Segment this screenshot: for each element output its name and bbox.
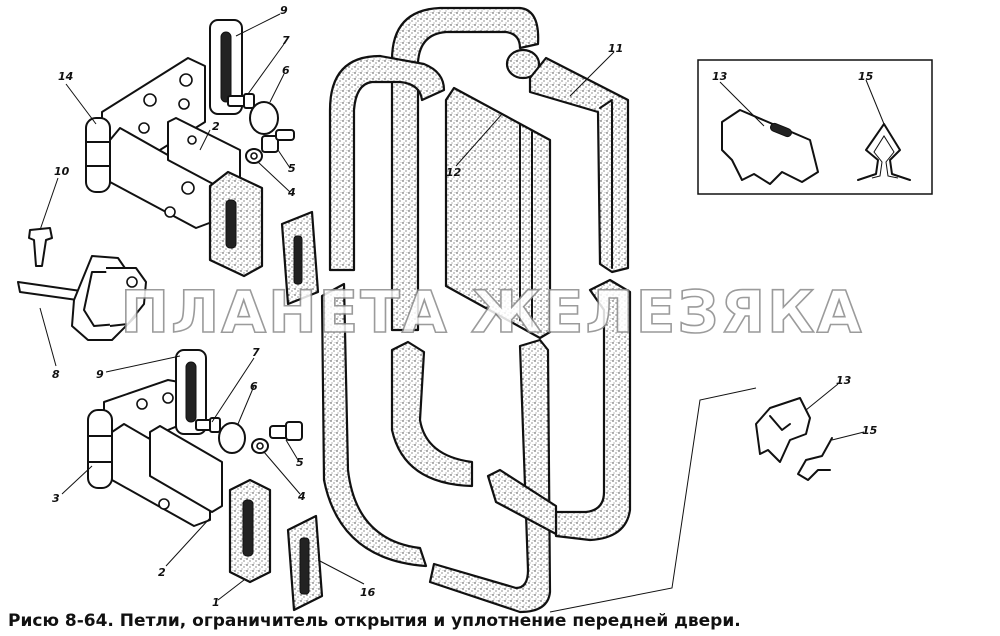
clip-13 — [755, 397, 811, 463]
label-4-bottom: 4 — [297, 490, 306, 503]
label-2-bottom: 2 — [158, 566, 166, 579]
lower-retainer-bracket — [175, 349, 207, 435]
seal-strip-11 — [528, 56, 630, 274]
label-4-top: 4 — [287, 186, 296, 199]
upper-retainer-bracket — [209, 19, 243, 115]
lower-hinge-knuckle — [87, 409, 113, 489]
lower-cap-6 — [218, 422, 246, 454]
label-5-top: 5 — [288, 162, 296, 175]
label-15-clip: 15 — [862, 424, 878, 437]
seal-lower-left-u — [320, 282, 428, 568]
figure-caption: Рисю 8-64. Петли, ограничитель открытия … — [8, 611, 741, 631]
label-12: 12 — [446, 166, 462, 179]
label-6-bottom: 6 — [250, 380, 258, 393]
label-2-top: 2 — [212, 120, 220, 133]
lower-gasket-pad-16 — [286, 514, 324, 612]
label-9-bottom: 9 — [96, 368, 104, 381]
clip-15 — [797, 437, 833, 481]
hinge-pin-10 — [28, 227, 53, 267]
watermark-text: ПЛАНЕТА ЖЕЛЕЗЯКА — [121, 278, 864, 346]
door-check-strap — [17, 255, 147, 341]
upper-screw-5 — [261, 129, 295, 153]
label-10: 10 — [54, 165, 70, 178]
upper-hinge-knuckle — [85, 117, 111, 193]
seal-upper-loop-rear — [390, 6, 540, 332]
seal-bottom-short — [486, 468, 558, 536]
part-number-labels: 14 10 9 7 6 2 5 4 8 9 7 6 5 4 3 2 1 16 1… — [52, 4, 878, 609]
lower-gasket-block-1 — [228, 478, 272, 584]
label-16: 16 — [360, 586, 376, 599]
label-9-top: 9 — [280, 4, 288, 17]
seal-strip-12 — [444, 86, 552, 340]
clip-inset-frame — [697, 59, 933, 195]
label-5-bottom: 5 — [296, 456, 304, 469]
seal-upper-loop-front — [328, 54, 446, 272]
label-13-inset: 13 — [712, 70, 728, 83]
label-7-top: 7 — [282, 34, 290, 47]
seal-lower-middle-u — [390, 340, 474, 488]
label-3: 3 — [52, 492, 60, 505]
label-15-inset: 15 — [858, 70, 874, 83]
seal-right-u — [554, 278, 632, 542]
label-14: 14 — [58, 70, 73, 83]
lower-gasket-plate — [149, 425, 223, 513]
middle-gasket-pad — [280, 210, 320, 306]
label-13-clip: 13 — [836, 374, 852, 387]
inset-clip-15 — [857, 123, 911, 181]
upper-gasket-block — [208, 170, 264, 278]
label-8: 8 — [52, 368, 60, 381]
lower-bolt-7 — [195, 417, 221, 433]
lower-screw-5 — [269, 421, 303, 441]
label-11: 11 — [608, 42, 623, 55]
upper-bolt-7 — [227, 93, 255, 109]
label-7-bottom: 7 — [252, 346, 260, 359]
seal-lower-long-u — [428, 338, 552, 614]
upper-hinge — [28, 57, 241, 267]
label-1: 1 — [212, 596, 220, 609]
label-6-top: 6 — [282, 64, 290, 77]
upper-cap-6 — [249, 101, 279, 135]
leader-lines — [39, 13, 885, 613]
inset-clip-13 — [721, 109, 819, 185]
